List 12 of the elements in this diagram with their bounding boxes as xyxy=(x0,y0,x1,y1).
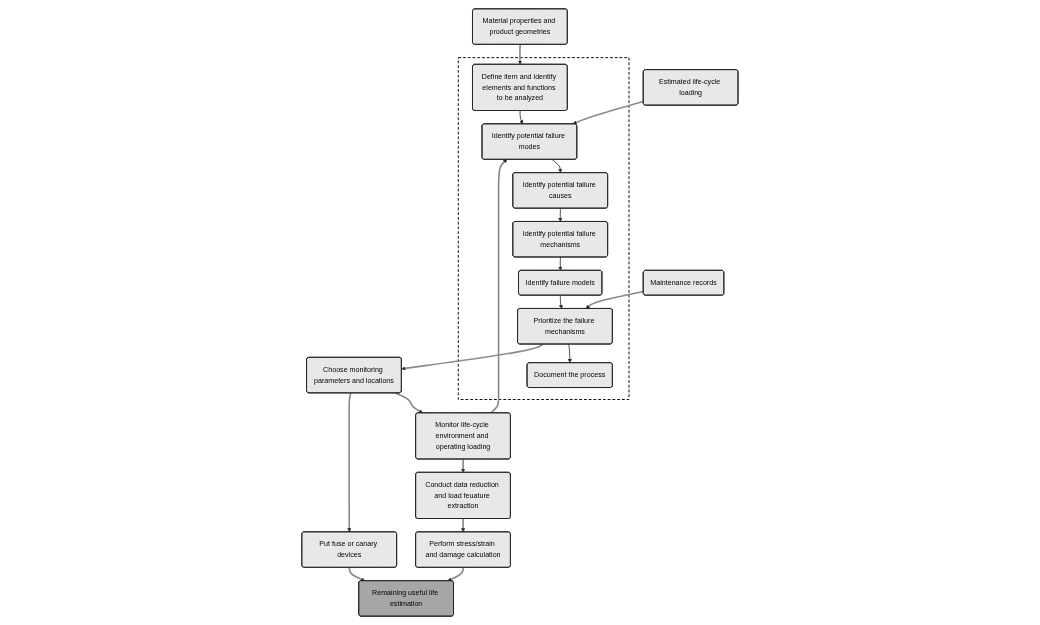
arrow xyxy=(348,566,366,582)
arrow xyxy=(347,392,352,533)
arrow xyxy=(572,100,645,125)
cluster xyxy=(457,57,630,400)
arrow xyxy=(585,290,645,309)
arrow xyxy=(461,458,466,473)
arrow xyxy=(394,392,423,414)
arrow xyxy=(490,159,508,414)
arrow xyxy=(401,343,544,371)
arrow xyxy=(461,517,466,533)
arrow xyxy=(447,566,465,582)
arrow xyxy=(518,43,523,65)
